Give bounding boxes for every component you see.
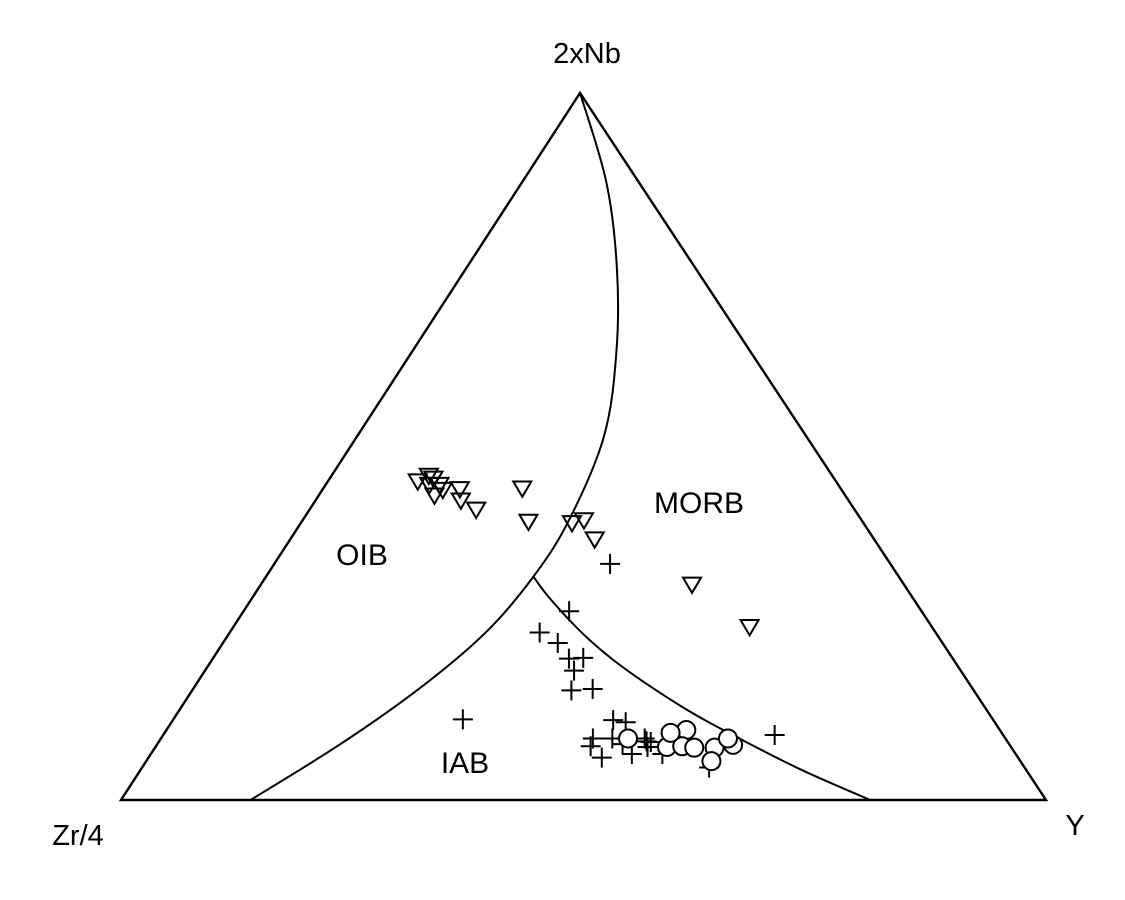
circle-point [701,751,722,772]
plus-point [561,680,582,701]
plus-point [580,736,601,757]
region-label-iab: IAB [441,747,489,780]
field-boundary-2 [532,576,871,801]
circle-point [618,728,639,749]
apex-label-left: Zr/4 [52,820,104,852]
plus-point [529,622,550,643]
circle-point [660,722,681,743]
data-points [406,467,785,778]
triangle-point [517,513,540,532]
triangle-point [432,481,454,501]
triangle-point [583,531,606,550]
triangle-point [449,481,471,500]
plus-point [637,736,658,757]
field-boundaries [249,92,871,801]
ternary-frame [118,90,1049,802]
triangle-point [681,576,703,595]
triangle-point [738,619,761,638]
plus-point [558,648,579,669]
region-label-oib: OIB [336,539,388,572]
triangle-point [561,515,583,534]
plus-point [600,553,621,574]
triangle-point [573,512,595,531]
triangle-point [418,476,441,496]
triangle-point [511,480,534,499]
apex-label-right: Y [1065,810,1084,842]
region-label-morb: MORB [654,487,744,520]
circle-point [684,737,705,758]
apex-label-top: 2xNb [553,38,621,70]
triangle-point [450,492,472,511]
triangle-point [465,501,487,520]
plus-point [640,732,661,753]
plus-point [764,724,785,745]
triangle-point [423,487,446,506]
plus-point [547,633,568,654]
plus-point [452,709,473,730]
plus-point [591,747,612,768]
plus-point [582,679,603,700]
plus-point [603,710,624,731]
circle-point [717,728,738,749]
plus-point [582,728,603,749]
triangle-point [418,467,440,487]
plus-point [564,660,585,681]
field-boundary-1 [249,92,620,801]
plus-point [559,601,580,622]
